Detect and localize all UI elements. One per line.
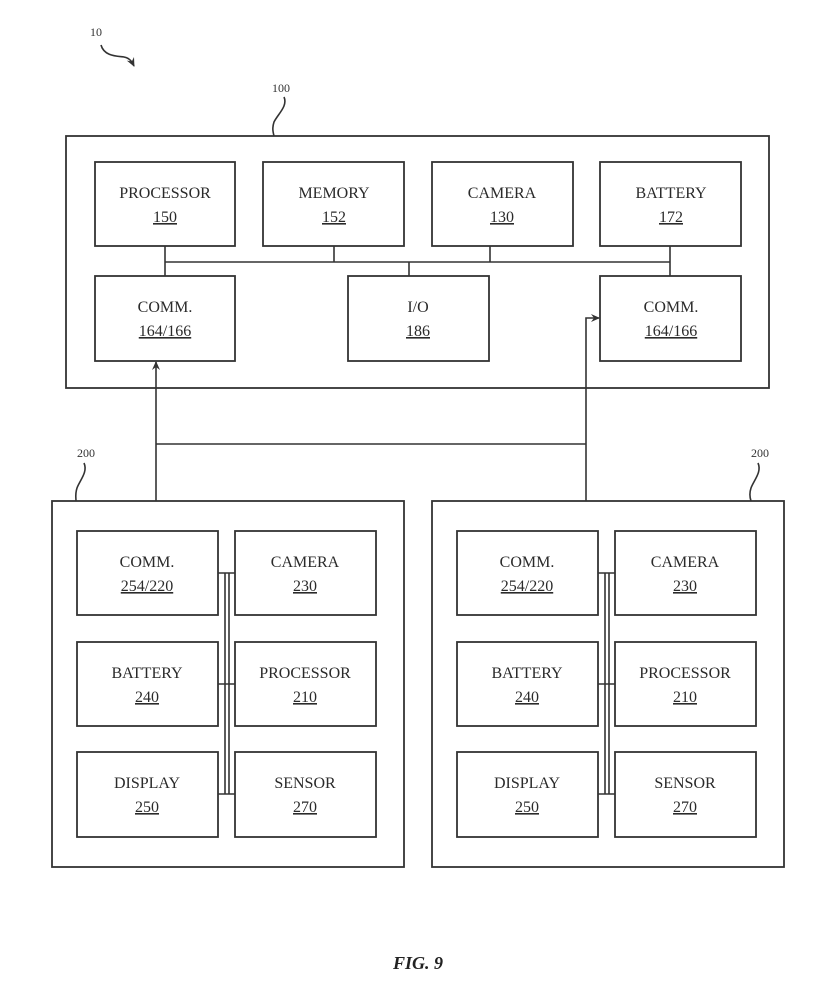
client-right-sensor: SENSOR 270 bbox=[614, 751, 757, 838]
client-left-battery: BATTERY 240 bbox=[76, 641, 219, 727]
client-left-camera: CAMERA 230 bbox=[234, 530, 377, 616]
host-io: I/O 186 bbox=[347, 275, 490, 362]
svg-text:SENSOR: SENSOR bbox=[654, 775, 716, 792]
client-right-camera: CAMERA 230 bbox=[614, 530, 757, 616]
client-right-bus bbox=[598, 572, 615, 795]
system-ref-label: 10 bbox=[90, 25, 102, 39]
client-right-battery: BATTERY 240 bbox=[456, 641, 599, 727]
system-ref-arrow bbox=[100, 44, 135, 67]
host-comm-left: COMM. 164/166 bbox=[94, 275, 236, 362]
svg-text:CAMERA: CAMERA bbox=[468, 185, 537, 202]
host-battery: BATTERY 172 bbox=[599, 161, 742, 247]
svg-text:254/220: 254/220 bbox=[121, 578, 173, 595]
svg-text:DISPLAY: DISPLAY bbox=[494, 775, 561, 792]
svg-text:270: 270 bbox=[293, 799, 317, 816]
svg-text:164/166: 164/166 bbox=[139, 323, 191, 340]
svg-text:CAMERA: CAMERA bbox=[651, 554, 720, 571]
host-ref-label: 100 bbox=[272, 81, 290, 95]
svg-text:240: 240 bbox=[515, 689, 539, 706]
client-left-comm: COMM. 254/220 bbox=[76, 530, 219, 616]
host-bus bbox=[164, 246, 671, 276]
svg-text:COMM.: COMM. bbox=[644, 299, 699, 316]
svg-text:MEMORY: MEMORY bbox=[298, 185, 370, 202]
svg-text:270: 270 bbox=[673, 799, 697, 816]
host-comm-right: COMM. 164/166 bbox=[599, 275, 742, 362]
svg-text:PROCESSOR: PROCESSOR bbox=[259, 665, 351, 682]
host-camera: CAMERA 130 bbox=[431, 161, 574, 247]
svg-text:BATTERY: BATTERY bbox=[111, 665, 183, 682]
svg-text:COMM.: COMM. bbox=[500, 554, 555, 571]
svg-text:240: 240 bbox=[135, 689, 159, 706]
client-right-comm: COMM. 254/220 bbox=[456, 530, 599, 616]
figure-caption: FIG. 9 bbox=[392, 953, 443, 973]
svg-text:COMM.: COMM. bbox=[138, 299, 193, 316]
svg-text:SENSOR: SENSOR bbox=[274, 775, 336, 792]
host-processor: PROCESSOR 150 bbox=[94, 161, 236, 247]
svg-text:230: 230 bbox=[293, 578, 317, 595]
client-left-display: DISPLAY 250 bbox=[76, 751, 219, 838]
svg-text:PROCESSOR: PROCESSOR bbox=[119, 185, 211, 202]
svg-text:150: 150 bbox=[153, 209, 177, 226]
link-arrow-host-right bbox=[585, 314, 600, 444]
svg-text:172: 172 bbox=[659, 209, 683, 226]
svg-text:PROCESSOR: PROCESSOR bbox=[639, 665, 731, 682]
client-right-display: DISPLAY 250 bbox=[456, 751, 599, 838]
client-left-sensor: SENSOR 270 bbox=[234, 751, 377, 838]
svg-text:186: 186 bbox=[406, 323, 430, 340]
client-left-bus bbox=[218, 572, 235, 795]
client-right-ref-leader bbox=[749, 462, 760, 502]
client-left-ref-label: 200 bbox=[77, 446, 95, 460]
svg-text:CAMERA: CAMERA bbox=[271, 554, 340, 571]
host-ref-leader bbox=[272, 96, 286, 137]
svg-text:230: 230 bbox=[673, 578, 697, 595]
svg-text:250: 250 bbox=[135, 799, 159, 816]
client-left-ref-leader bbox=[74, 462, 86, 502]
svg-text:COMM.: COMM. bbox=[120, 554, 175, 571]
svg-text:I/O: I/O bbox=[407, 299, 428, 316]
svg-text:BATTERY: BATTERY bbox=[635, 185, 707, 202]
svg-text:DISPLAY: DISPLAY bbox=[114, 775, 181, 792]
svg-text:254/220: 254/220 bbox=[501, 578, 553, 595]
svg-text:250: 250 bbox=[515, 799, 539, 816]
svg-text:BATTERY: BATTERY bbox=[491, 665, 563, 682]
client-left-processor: PROCESSOR 210 bbox=[234, 641, 377, 727]
svg-text:164/166: 164/166 bbox=[645, 323, 697, 340]
svg-text:210: 210 bbox=[673, 689, 697, 706]
svg-text:130: 130 bbox=[490, 209, 514, 226]
svg-text:210: 210 bbox=[293, 689, 317, 706]
client-right-processor: PROCESSOR 210 bbox=[614, 641, 757, 727]
svg-text:152: 152 bbox=[322, 209, 346, 226]
client-right-ref-label: 200 bbox=[751, 446, 769, 460]
host-memory: MEMORY 152 bbox=[262, 161, 405, 247]
